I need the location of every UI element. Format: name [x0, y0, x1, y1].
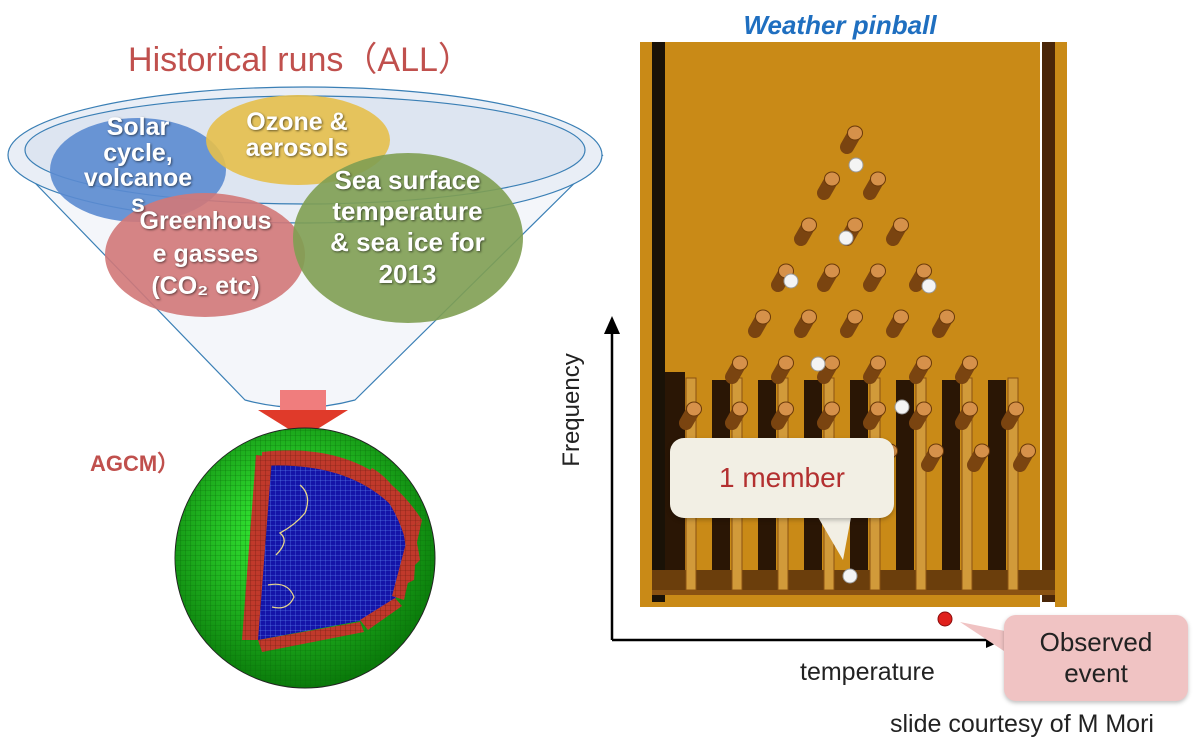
pinball-ball: [894, 399, 910, 415]
peg: [817, 401, 840, 430]
peg: [817, 355, 840, 384]
peg: [794, 309, 817, 338]
peg: [909, 263, 932, 292]
observed-event-marker: [937, 611, 953, 627]
observed-event-callout: Observed event: [1004, 615, 1188, 701]
x-axis-label: temperature: [800, 658, 935, 686]
pinball-ball: [848, 157, 864, 173]
peg: [725, 401, 748, 430]
peg: [863, 171, 886, 200]
peg: [967, 443, 990, 472]
peg: [679, 401, 702, 430]
arrow-shaft: [280, 390, 326, 412]
pinball-ball: [842, 568, 858, 584]
member-callout-tail: [815, 512, 852, 560]
peg: [921, 443, 944, 472]
peg: [817, 263, 840, 292]
pinball-ball: [838, 230, 854, 246]
peg: [1001, 401, 1024, 430]
agcm-globe-icon: [174, 427, 436, 689]
pinball-ball: [921, 278, 937, 294]
historical-runs-title: Historical runs（ALL）: [128, 41, 472, 79]
peg: [771, 355, 794, 384]
pinball-ball: [783, 273, 799, 289]
slide-credit: slide courtesy of M Mori: [890, 710, 1154, 738]
peg: [1013, 443, 1036, 472]
sea-surface-blob: [293, 153, 523, 323]
greenhouse-gasses-label: Greenhous e gasses (CO₂ etc): [139, 207, 272, 300]
peg: [886, 217, 909, 246]
board-right-wall: [1042, 42, 1055, 602]
member-callout-text: 1 member: [718, 462, 846, 493]
peg: [909, 355, 932, 384]
peg: [932, 309, 955, 338]
peg: [817, 171, 840, 200]
peg: [840, 125, 863, 154]
peg: [909, 401, 932, 430]
peg: [840, 309, 863, 338]
peg: [725, 355, 748, 384]
ozone-aerosols-label: Ozone & aerosols: [245, 108, 349, 162]
peg: [863, 355, 886, 384]
peg: [794, 217, 817, 246]
peg: [886, 309, 909, 338]
peg: [955, 355, 978, 384]
down-arrow: [258, 410, 348, 438]
peg: [748, 309, 771, 338]
y-axis-arrowhead: [604, 316, 620, 334]
greenhouse-gasses-blob: [105, 193, 305, 317]
observed-callout-tail: [960, 622, 1010, 655]
peg: [955, 401, 978, 430]
peg: [863, 401, 886, 430]
y-axis-label: Frequency: [558, 353, 585, 467]
sea-surface-label: Sea surface temperature & sea ice for 20…: [330, 165, 485, 289]
member-callout: 1 member: [670, 438, 894, 518]
board-left-wall: [641, 42, 651, 607]
agcm-label: AGCM）: [90, 451, 180, 476]
pegs: [679, 125, 1036, 472]
ozone-aerosols-blob: [206, 95, 390, 185]
peg: [771, 401, 794, 430]
solar-cycle-label: Solar cycle, volcanoe s: [83, 113, 193, 218]
peg: [863, 263, 886, 292]
pinball-ball: [810, 356, 826, 372]
balls: [783, 157, 937, 584]
weather-pinball-title: Weather pinball: [743, 10, 937, 40]
